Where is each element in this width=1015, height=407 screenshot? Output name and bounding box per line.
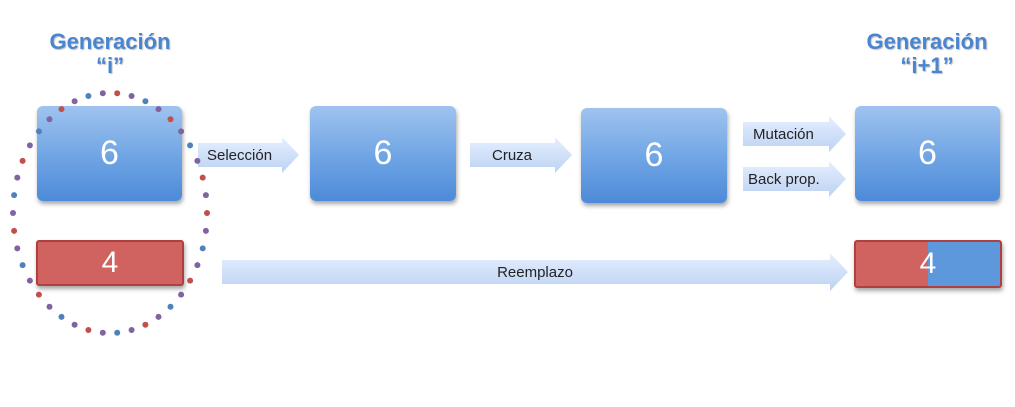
circle-dot: [14, 174, 21, 181]
elite-box-gen-i: 4: [36, 240, 184, 286]
circle-dot: [199, 245, 206, 252]
replacement-box-gen-i1: 4: [854, 240, 1002, 288]
reemplazo-label: Reemplazo: [497, 263, 573, 281]
circle-dot: [178, 128, 185, 135]
circle-dot: [142, 98, 149, 105]
population-count: 6: [644, 136, 664, 174]
circle-dot: [155, 106, 162, 113]
circle-dot: [19, 157, 26, 164]
seleccion-label: Selección: [207, 146, 273, 164]
circle-dot: [114, 329, 121, 336]
circle-dot: [202, 227, 209, 234]
cruza-label: Cruza: [492, 146, 533, 164]
replacement-count: 4: [919, 247, 937, 280]
circle-dot: [58, 313, 65, 320]
circle-dot: [11, 192, 18, 199]
mutacion-arrow: Mutación: [743, 116, 846, 152]
circle-dot: [71, 98, 78, 105]
circle-dot: [187, 142, 194, 149]
circle-dot: [35, 291, 42, 298]
circle-dot: [46, 303, 53, 310]
circle-dot: [99, 90, 106, 97]
population-box-gen-i1: 6: [855, 106, 1000, 201]
reemplazo-arrow: Reemplazo: [222, 253, 848, 291]
population-box-crossed: 6: [581, 108, 727, 203]
circle-dot: [85, 93, 92, 99]
circle-dot: [46, 116, 53, 123]
circle-dot: [71, 321, 78, 328]
circle-dot: [85, 327, 92, 333]
generation-i1-label: Generación: [866, 29, 988, 54]
population-box-selected: 6: [310, 106, 456, 201]
circle-dot: [11, 227, 18, 234]
circle-dot: [194, 262, 201, 269]
circle-dot: [58, 106, 65, 113]
arrow-shape: [222, 253, 848, 291]
circle-dot: [142, 321, 149, 328]
generation-i1-index: “i+1”: [900, 53, 954, 78]
population-box-gen-i: 6: [37, 106, 182, 201]
generation-i1-title: Generación “i+1”: [857, 30, 997, 78]
circle-dot: [26, 142, 33, 149]
cruza-arrow: Cruza: [470, 137, 572, 173]
backprop-label: Back prop.: [748, 170, 820, 188]
circle-dot: [35, 128, 42, 135]
circle-dot: [194, 157, 201, 164]
elite-count: 4: [101, 246, 119, 279]
circle-dot: [114, 90, 121, 97]
circle-dot: [187, 277, 194, 284]
generation-i-title: Generación “i”: [40, 30, 180, 78]
population-count: 6: [918, 134, 937, 172]
circle-dot: [10, 210, 16, 216]
generation-i-label: Generación: [49, 29, 171, 54]
mutacion-label: Mutación: [753, 125, 814, 143]
population-count: 6: [373, 134, 393, 172]
arrow-shape: [743, 116, 846, 152]
arrow-shape: [470, 137, 572, 173]
circle-dot: [128, 93, 135, 99]
circle-dot: [128, 327, 135, 333]
circle-dot: [167, 116, 174, 123]
population-count: 6: [100, 134, 119, 172]
circle-dot: [26, 277, 33, 284]
backprop-arrow: Back prop.: [743, 161, 846, 197]
circle-dot: [14, 245, 21, 252]
generation-i-index: “i”: [95, 53, 125, 78]
arrow-shape: [198, 137, 299, 173]
circle-dot: [155, 313, 162, 320]
circle-dot: [199, 174, 206, 181]
seleccion-arrow: Selección: [198, 137, 299, 173]
circle-dot: [167, 303, 174, 310]
circle-dot: [99, 329, 106, 336]
arrow-shape: [743, 161, 846, 197]
circle-dot: [202, 192, 209, 199]
circle-dot: [178, 291, 185, 298]
circle-dot: [204, 210, 210, 216]
circle-dot: [19, 262, 26, 269]
